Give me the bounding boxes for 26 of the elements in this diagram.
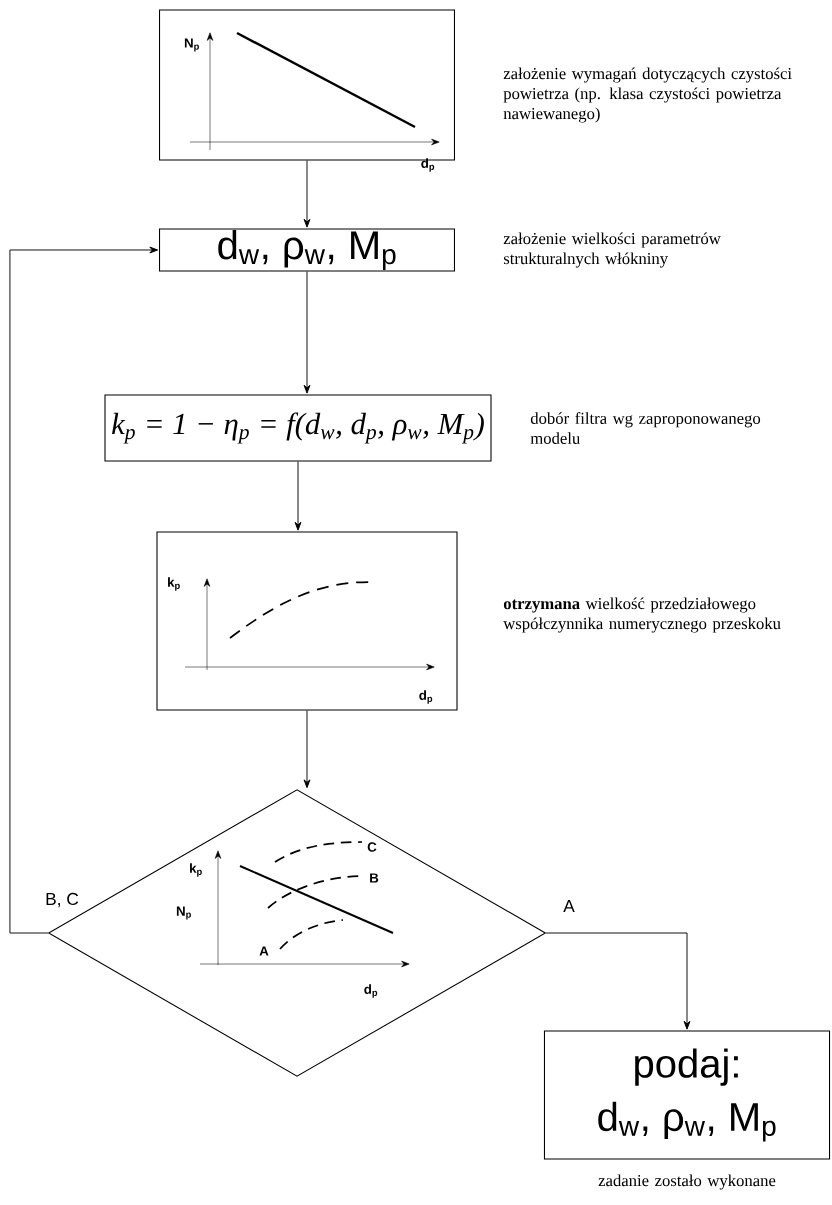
axis-label: k$_{p}$ [168, 577, 180, 591]
edge-label: B, C [43, 891, 81, 909]
arrow [303, 710, 311, 789]
description-text: założenie wymagań dotyczących czystości powietrza (np. klasa czystości powietrza nawiewanego) [503, 67, 792, 123]
axis-label: d$_{p}$ [364, 984, 378, 998]
axis-label: N$_{p}$ [184, 38, 199, 52]
description-text: założenie wielkości parametrów strukturalnych włókniny [503, 232, 721, 268]
arrow [303, 160, 311, 228]
curve-label: B [370, 873, 379, 883]
description-text: otrzymana wielkość przedziałowego współczynnika numerycznego przeskoku [503, 597, 781, 633]
parameter-box: d$_{w}$, ρ$_{w}$, M$_{p}$ [159, 228, 455, 272]
result-box: podaj: d$_{w}$, ρ$_{w}$, M$_{p}$ [543, 1030, 831, 1160]
axis-label: d$_{p}$ [421, 158, 435, 172]
axis-label: d$_{p}$ [419, 690, 433, 704]
arrow [9, 246, 159, 934]
curve-label: C [367, 842, 377, 852]
axis-label: k$_{p}$ [190, 863, 202, 877]
description-text: dobór filtra wg zaproponowanego modelu [530, 412, 761, 444]
arrow [545, 932, 691, 1030]
arrow [303, 271, 311, 394]
description-text: zadanie zostało wykonane [598, 1174, 776, 1190]
curve-label: A [259, 946, 269, 956]
edge-label: A [561, 898, 577, 914]
arrow [294, 461, 302, 531]
axis-label: N$_{p}$ [176, 906, 191, 920]
formula-box: k$_{p}$ = 1 − η$_{p}$ = f(d$_{w}$, d$_{p}$, ρ$_{w}$, M$_{p}$) [104, 394, 492, 462]
